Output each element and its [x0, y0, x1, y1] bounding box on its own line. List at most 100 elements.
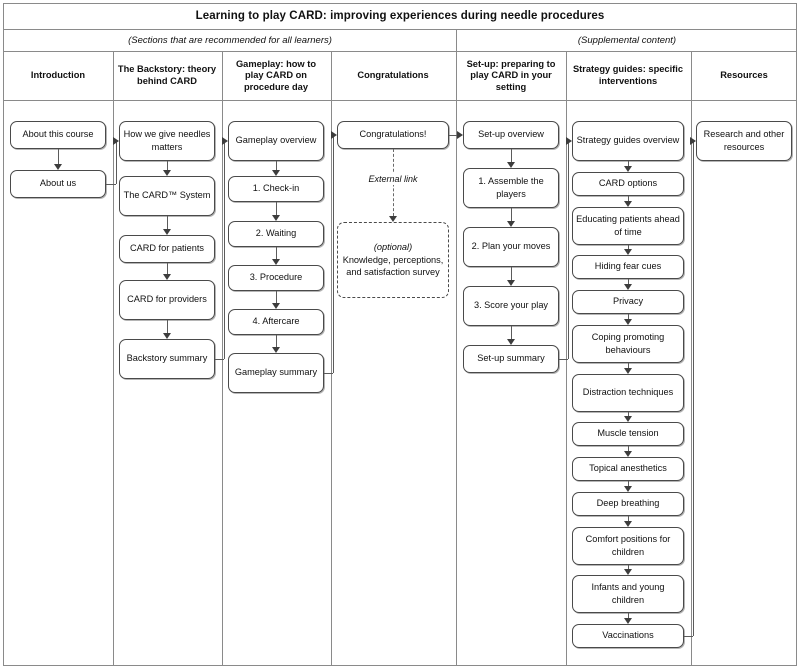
connector-line: [215, 359, 224, 361]
connector-line: [333, 135, 335, 373]
node-strategy-5[interactable]: Privacy: [572, 290, 684, 314]
arrowhead-down: [507, 221, 515, 227]
connector-line: [628, 613, 630, 618]
connector-line: [684, 636, 693, 638]
connector-line: [324, 373, 333, 375]
column-divider: [456, 29, 457, 666]
node-setup-1[interactable]: Set-up overview: [463, 121, 559, 149]
node-setup-4[interactable]: 3. Score your play: [463, 286, 559, 326]
column-header-backstory: The Backstory: theory behind CARD: [117, 64, 217, 86]
connector-line: [116, 141, 118, 184]
arrowhead-down: [624, 486, 632, 492]
node-gameplay-1[interactable]: Gameplay overview: [228, 121, 324, 161]
node-strategy-11[interactable]: Comfort positions for children: [572, 527, 684, 565]
node-gameplay-4[interactable]: 3. Procedure: [228, 265, 324, 291]
column-divider: [113, 51, 114, 666]
node-label-optional: (optional): [373, 241, 413, 252]
arrowhead-down: [272, 259, 280, 265]
connector-line: [511, 149, 513, 162]
arrowhead-down: [163, 274, 171, 280]
connector-line: [106, 184, 116, 186]
node-strategy-12[interactable]: Infants and young children: [572, 575, 684, 613]
connector-line: [276, 202, 278, 215]
node-backstory-2[interactable]: The CARD™ System: [119, 176, 215, 216]
node-resources-1[interactable]: Research and other resources: [696, 121, 792, 161]
node-strategy-4[interactable]: Hiding fear cues: [572, 255, 684, 279]
connector-line: [628, 161, 630, 166]
node-gameplay-5[interactable]: 4. Aftercare: [228, 309, 324, 335]
arrowhead-down: [272, 347, 280, 353]
node-introduction-2[interactable]: About us: [10, 170, 106, 198]
connector-line: [224, 141, 226, 359]
node-gameplay-3[interactable]: 2. Waiting: [228, 221, 324, 247]
node-strategy-9[interactable]: Topical anesthetics: [572, 457, 684, 481]
node-setup-5[interactable]: Set-up summary: [463, 345, 559, 373]
connector-line: [628, 412, 630, 416]
node-strategy-7[interactable]: Distraction techniques: [572, 374, 684, 412]
column-header-introduction: Introduction: [30, 70, 86, 81]
arrowhead-down: [272, 215, 280, 221]
connector-line: [511, 326, 513, 339]
arrowhead-down: [624, 569, 632, 575]
arrowhead-down: [624, 368, 632, 374]
node-congratulations-2[interactable]: (optional) Knowledge, perceptions, and sa…: [337, 222, 449, 298]
connector-line: [276, 247, 278, 259]
page-title: Learning to play CARD: improving experie…: [195, 10, 605, 22]
arrowhead-down: [507, 280, 515, 286]
connector-line: [167, 263, 169, 274]
column-divider: [691, 51, 692, 666]
connector-line: [167, 320, 169, 333]
node-strategy-13[interactable]: Vaccinations: [572, 624, 684, 648]
connector-line: [628, 481, 630, 486]
arrowhead-down: [624, 618, 632, 624]
column-divider: [331, 51, 332, 666]
node-strategy-1[interactable]: Strategy guides overview: [572, 121, 684, 161]
node-backstory-1[interactable]: How we give needles matters: [119, 121, 215, 161]
arrowhead-right: [566, 137, 572, 145]
arrowhead-right: [331, 131, 337, 139]
connector-line: [628, 516, 630, 521]
connector-line: [276, 335, 278, 347]
node-strategy-8[interactable]: Muscle tension: [572, 422, 684, 446]
arrowhead-right: [113, 137, 119, 145]
node-setup-2[interactable]: 1. Assemble the players: [463, 168, 559, 208]
connector-line: [511, 267, 513, 280]
node-gameplay-6[interactable]: Gameplay summary: [228, 353, 324, 393]
node-label-text: Knowledge, perceptions, and satisfaction…: [342, 254, 444, 278]
node-strategy-10[interactable]: Deep breathing: [572, 492, 684, 516]
node-backstory-4[interactable]: CARD for providers: [119, 280, 215, 320]
connector-line: [628, 446, 630, 451]
node-introduction-1[interactable]: About this course: [10, 121, 106, 149]
connector-line: [276, 161, 278, 170]
arrowhead-down: [624, 166, 632, 172]
arrowhead-down: [163, 170, 171, 176]
node-strategy-6[interactable]: Coping promoting behaviours: [572, 325, 684, 363]
node-strategy-2[interactable]: CARD options: [572, 172, 684, 196]
divider-headers: [3, 100, 797, 101]
arrowhead-down: [624, 416, 632, 422]
connector-line: [167, 161, 169, 170]
connector-line: [276, 291, 278, 303]
arrowhead-down: [163, 333, 171, 339]
node-strategy-3[interactable]: Educating patients ahead of time: [572, 207, 684, 245]
section-label-core: (Sections that are recommended for all l…: [128, 35, 332, 46]
divider-sections: [3, 51, 797, 52]
node-backstory-3[interactable]: CARD for patients: [119, 235, 215, 263]
node-gameplay-2[interactable]: 1. Check-in: [228, 176, 324, 202]
node-backstory-5[interactable]: Backstory summary: [119, 339, 215, 379]
column-header-gameplay: Gameplay: how to play CARD on procedure …: [235, 58, 317, 92]
node-label-group: (optional) Knowledge, perceptions, and sa…: [341, 241, 445, 280]
node-congratulations-1[interactable]: Congratulations!: [337, 121, 449, 149]
divider-title: [3, 29, 797, 30]
section-label-supplemental: (Supplemental content): [577, 35, 677, 46]
arrowhead-down: [507, 339, 515, 345]
arrowhead-right: [457, 131, 463, 139]
connector-line: [568, 141, 570, 359]
connector-line: [58, 149, 60, 164]
column-header-strategy: Strategy guides: specific interventions: [572, 64, 684, 86]
column-header-congratulations: Congratulations: [357, 70, 429, 81]
connector-line: [559, 359, 568, 361]
arrowhead-down: [163, 229, 171, 235]
column-divider: [566, 51, 567, 666]
node-setup-3[interactable]: 2. Plan your moves: [463, 227, 559, 267]
